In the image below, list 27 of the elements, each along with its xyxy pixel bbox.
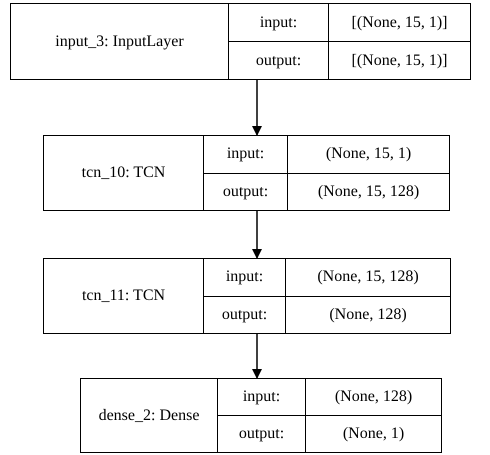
arrow (252, 334, 262, 379)
layer-box (80, 378, 442, 453)
shape-value: (None, 128) (329, 304, 407, 325)
port-label: input: (242, 387, 280, 407)
port-label: output: (238, 424, 284, 444)
shape-value: (None, 15, 128) (317, 267, 419, 288)
port-label: output: (222, 304, 268, 325)
arrow (252, 80, 262, 136)
shape-value: [(None, 15, 1)] (352, 12, 448, 32)
shape-value: (None, 1) (342, 424, 404, 444)
port-label: input: (226, 144, 264, 164)
port-label: input: (260, 12, 298, 32)
arrow (252, 211, 262, 259)
port-label: input: (226, 267, 264, 288)
layer-name: input_3: InputLayer (55, 32, 184, 52)
layer-name: dense_2: Dense (98, 406, 200, 426)
port-label: output: (222, 182, 268, 202)
shape-value: (None, 128) (334, 387, 412, 407)
port-label: output: (256, 50, 302, 70)
layer-box (10, 3, 471, 80)
shape-value: (None, 15, 1) (326, 144, 412, 164)
layer-box (43, 135, 450, 211)
layer-name: tcn_11: TCN (82, 286, 166, 306)
layer-box (43, 258, 451, 334)
shape-value: [(None, 15, 1)] (352, 50, 448, 70)
layer-name: tcn_10: TCN (82, 163, 166, 183)
shape-value: (None, 15, 128) (318, 182, 420, 202)
